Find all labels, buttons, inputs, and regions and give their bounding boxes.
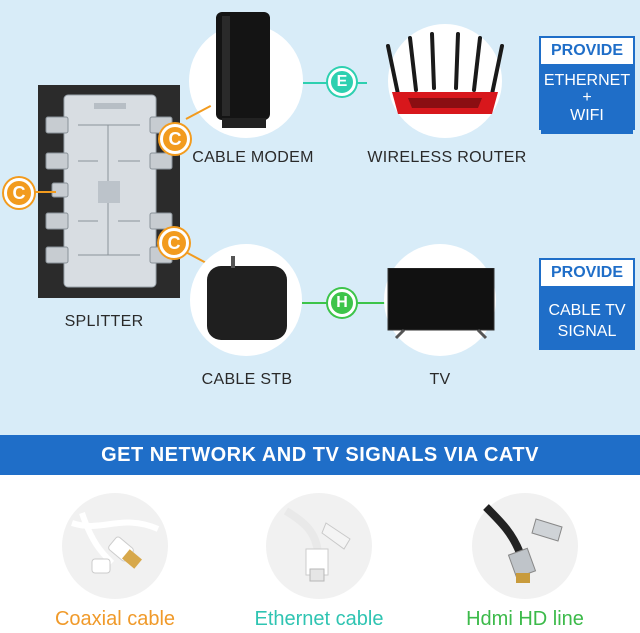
ethernet-badge: E: [328, 68, 356, 96]
ethernet-cable-label: Ethernet cable: [254, 608, 384, 630]
coax-input-line: [30, 191, 56, 193]
router-label: WIRELESS ROUTER: [367, 149, 527, 166]
provide-line: ETHERNET: [543, 72, 631, 89]
coax-cable-image: [71, 512, 160, 574]
splitter-label: SPLITTER: [64, 313, 144, 330]
provide-box-network: PROVIDE ETHERNET + WIFI: [539, 36, 635, 134]
splitter-panel: [38, 85, 180, 298]
modem-label: CABLE MODEM: [192, 149, 314, 166]
provide-line: CABLE TV: [548, 302, 626, 319]
tv-label: TV: [429, 371, 451, 388]
coax-stb-badge: C: [159, 228, 189, 258]
provide-title: PROVIDE: [541, 260, 633, 286]
provide-body: ETHERNET + WIFI: [541, 64, 633, 134]
provide-title: PROVIDE: [541, 38, 633, 64]
ethernet-cable-image: [283, 507, 351, 582]
banner: GET NETWORK AND TV SIGNALS VIA CATV: [0, 435, 640, 475]
coax-cable-label: Coaxial cable: [54, 608, 176, 630]
modem-image: [216, 12, 270, 128]
tv-image: [387, 268, 495, 340]
provide-body: CABLE TV SIGNAL: [541, 286, 633, 348]
provide-box-tv: PROVIDE CABLE TV SIGNAL: [539, 258, 635, 350]
provide-line: +: [582, 89, 592, 106]
provide-line: WIFI: [570, 107, 604, 124]
coax-modem-badge: C: [160, 124, 190, 154]
router-circle: [388, 24, 502, 138]
hdmi-cable-label: Hdmi HD line: [466, 608, 584, 630]
stb-label: CABLE STB: [201, 371, 293, 388]
router-image: [386, 32, 504, 114]
stb-image: [207, 256, 287, 340]
hdmi-cable-image: [483, 504, 563, 583]
provide-line: SIGNAL: [557, 323, 617, 340]
hdmi-badge: H: [328, 289, 356, 317]
splitter-image: [45, 94, 173, 288]
coax-input-badge: C: [4, 178, 34, 208]
